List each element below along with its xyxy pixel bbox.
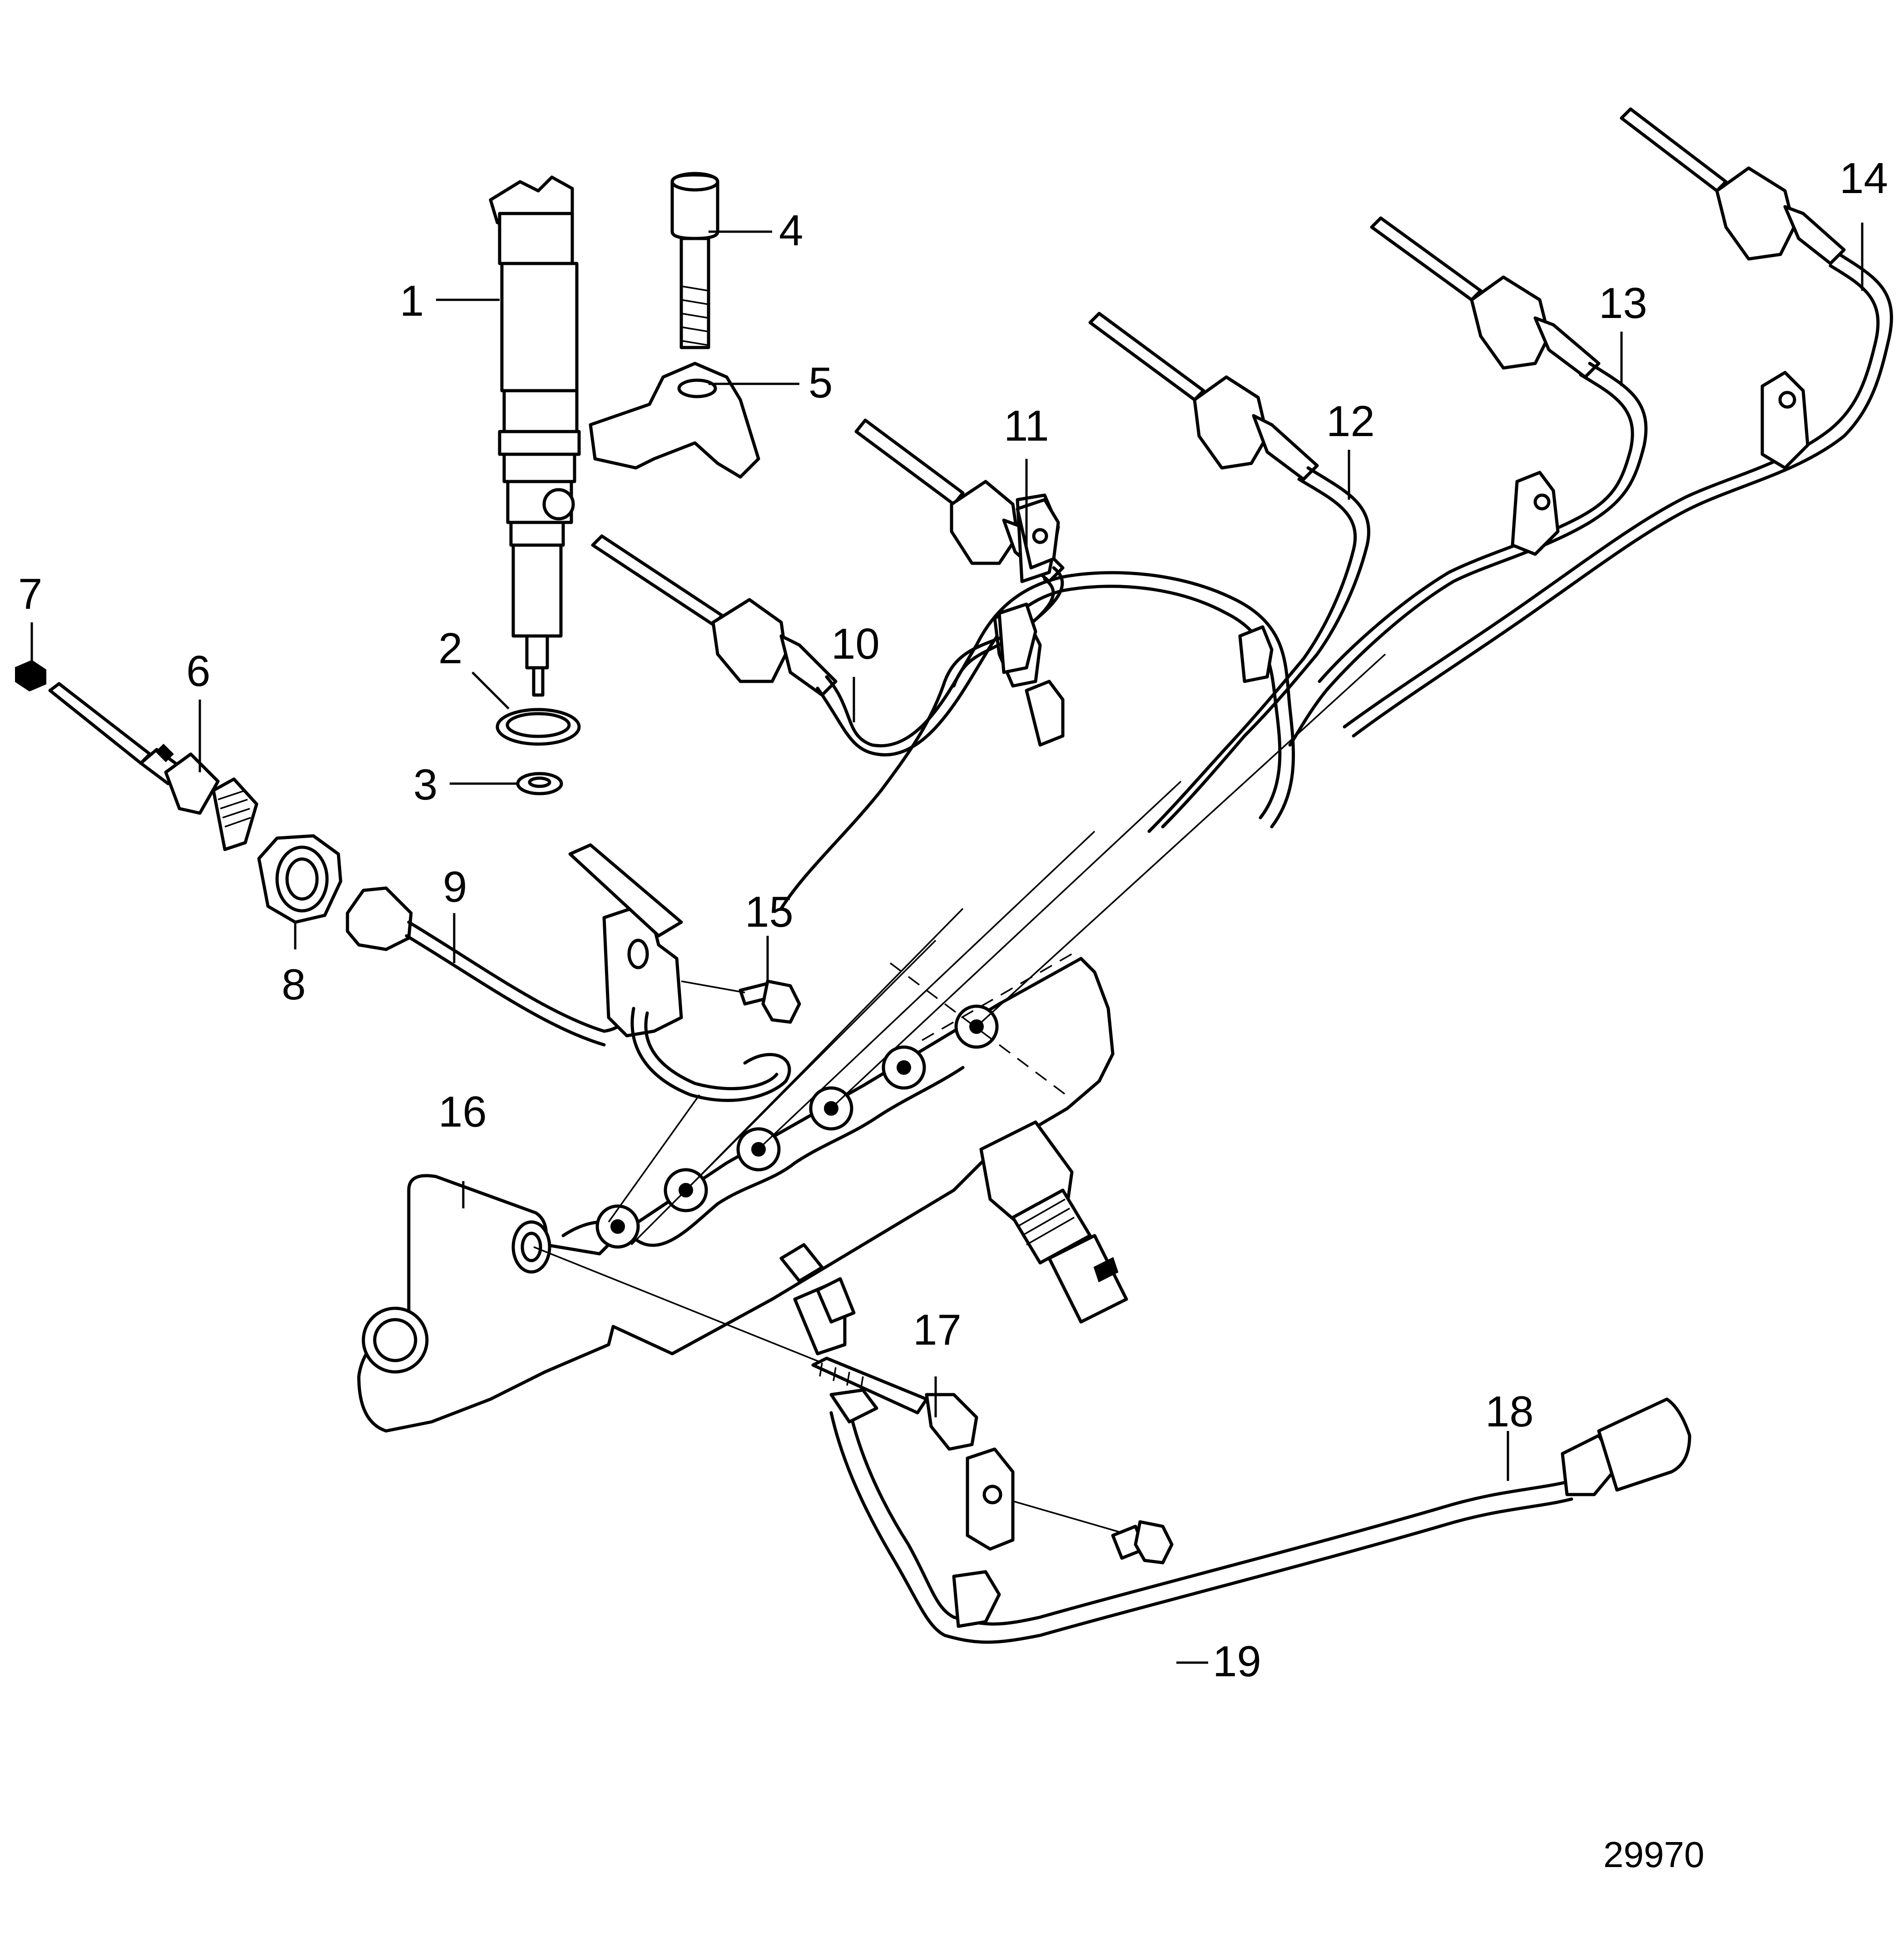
callout-2: 2: [438, 624, 462, 673]
callout-11: 11: [1004, 402, 1049, 450]
figure-number: 29970: [1603, 1834, 1704, 1875]
glow-plug-cyl6: [1620, 107, 1846, 265]
fuel-rail: [357, 843, 1128, 1433]
callout-3: 3: [413, 760, 437, 809]
callout-7: 7: [18, 570, 42, 618]
callout-8: 8: [282, 960, 306, 1009]
bolt-15: [739, 979, 801, 1024]
pipe-clips: [997, 498, 1274, 747]
callout-17: 17: [913, 1306, 962, 1354]
callout-10: 10: [831, 620, 880, 668]
glow-plug-cyl5: [1370, 216, 1601, 379]
callout-16: 16: [438, 1088, 487, 1136]
callout-9: 9: [443, 863, 467, 911]
delivery-pipe-cyl2: [816, 571, 1295, 829]
callout-leaders: [30, 223, 1864, 1664]
sealing-ring: [496, 708, 581, 746]
assembly-lines: [533, 653, 1386, 1545]
callout-12: 12: [1326, 397, 1375, 446]
callout-labels: 1 2 3 4 5 6 7 8 9 10 11 12 13 14 15 16 1…: [18, 154, 1888, 1875]
callout-4: 4: [779, 206, 803, 255]
adaptor-fitting: [257, 834, 342, 924]
callout-14: 14: [1840, 154, 1888, 203]
callout-13: 13: [1599, 279, 1647, 328]
delivery-pipe-cyl6: [1343, 253, 1893, 738]
glow-plug-cyl2: [591, 534, 838, 697]
delivery-pipe-cyl5: [1288, 362, 1648, 747]
injector-clamp: [589, 362, 760, 479]
glow-plug: [48, 682, 258, 851]
callout-15: 15: [745, 888, 793, 936]
callout-19: 19: [1213, 1637, 1261, 1686]
fuel-pipe: [816, 1277, 1691, 1644]
callout-18: 18: [1485, 1387, 1534, 1436]
callout-1: 1: [400, 277, 424, 325]
delivery-pipe-cyl1: [346, 886, 791, 1102]
nut: [15, 660, 46, 692]
delivery-pipe-cyl4: [1147, 466, 1370, 833]
callout-6: 6: [186, 647, 210, 695]
rail-bolt: [811, 1356, 978, 1451]
glow-plug-cyl4: [1088, 312, 1319, 481]
injector: [489, 175, 581, 697]
callout-5: 5: [808, 358, 833, 407]
sealing-washer: [516, 772, 563, 795]
bolt-19: [1111, 1520, 1174, 1565]
cap-screw: [670, 172, 719, 349]
